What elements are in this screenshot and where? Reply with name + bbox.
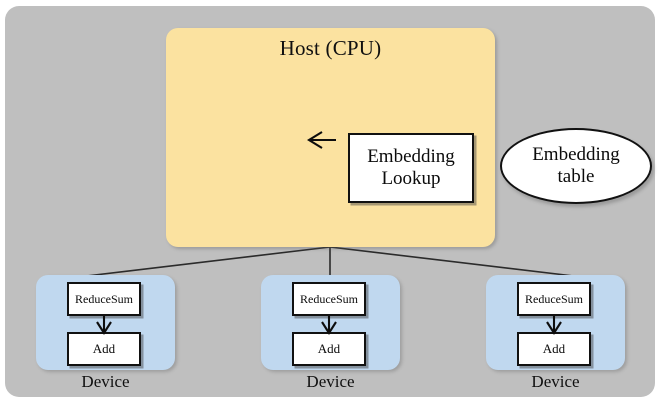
embedding-table-line2: table <box>557 166 595 187</box>
embedding-lookup-line1: Embedding <box>367 146 455 168</box>
reducesum-label-2: ReduceSum <box>300 291 358 306</box>
embedding-lookup-node[interactable]: Embedding Lookup <box>348 133 474 203</box>
host-title: Host (CPU) <box>279 36 382 60</box>
embedding-table-line1: Embedding <box>532 144 620 166</box>
embedding-lookup-line2: Lookup <box>381 168 441 189</box>
reducesum-node-1[interactable]: ReduceSum <box>67 282 141 316</box>
add-label-2: Add <box>317 341 341 356</box>
device-label-1: Device <box>81 372 130 391</box>
device-panel-2[interactable]: ReduceSum Add <box>261 275 400 370</box>
embedding-lookup-label: Embedding Lookup <box>367 146 455 190</box>
host-panel[interactable]: Host (CPU) Embedding Lookup Embedding ta… <box>166 28 652 247</box>
reducesum-label-3: ReduceSum <box>525 291 583 306</box>
device-panel-1[interactable]: ReduceSum Add <box>36 275 175 370</box>
device-panel-3[interactable]: ReduceSum Add <box>486 275 625 370</box>
add-node-3[interactable]: Add <box>517 332 591 366</box>
reducesum-label-1: ReduceSum <box>75 291 133 306</box>
device-label-2: Device <box>306 372 355 391</box>
add-node-2[interactable]: Add <box>292 332 366 366</box>
add-label-3: Add <box>542 341 566 356</box>
add-node-1[interactable]: Add <box>67 332 141 366</box>
reducesum-node-2[interactable]: ReduceSum <box>292 282 366 316</box>
embedding-table-node[interactable]: Embedding table <box>500 128 652 204</box>
add-label-1: Add <box>92 341 116 356</box>
reducesum-node-3[interactable]: ReduceSum <box>517 282 591 316</box>
device-label-3: Device <box>531 372 580 391</box>
embedding-table-label: Embedding table <box>532 144 620 188</box>
